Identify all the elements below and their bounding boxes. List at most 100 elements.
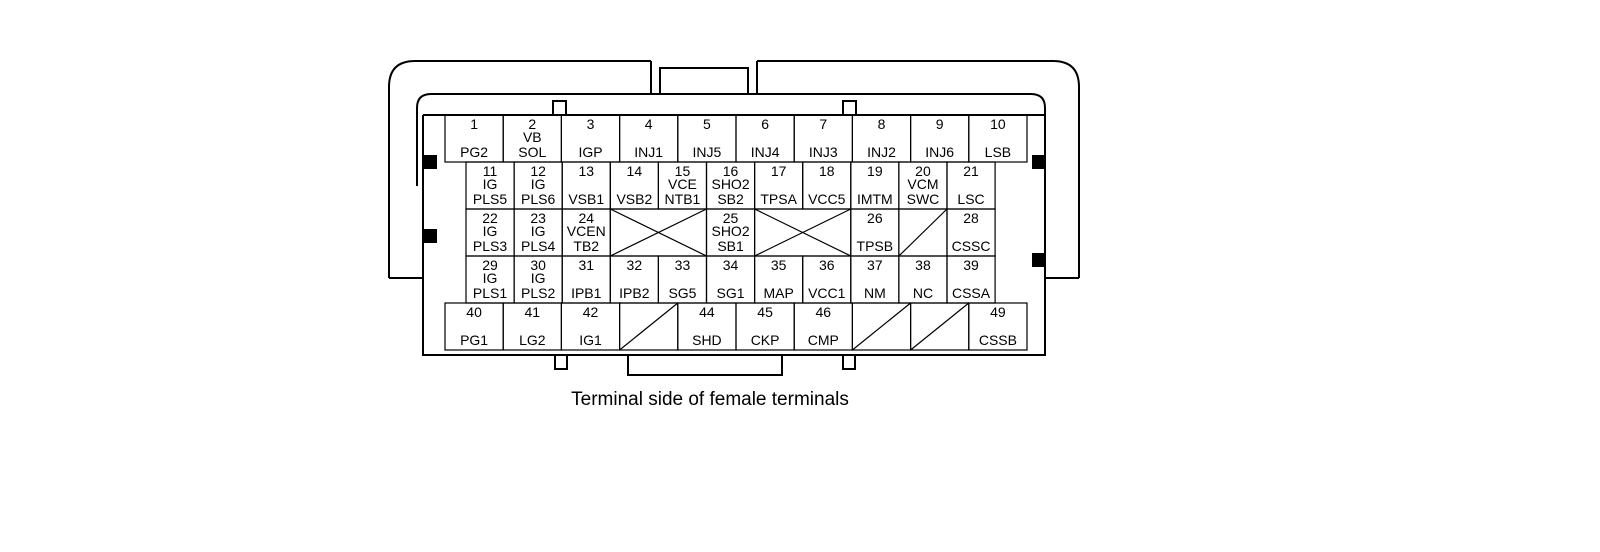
terminal-number: 18 [819, 163, 835, 179]
terminal-signal-label: INJ3 [809, 144, 838, 160]
terminal-number: 12 [530, 163, 546, 179]
terminal-number: 2 [528, 116, 536, 132]
terminal-signal-label: PG2 [460, 144, 488, 160]
top-latch [650, 61, 758, 94]
blank-slash [910, 302, 970, 351]
blank-cavity [909, 302, 970, 351]
terminal-number: 3 [587, 116, 595, 132]
terminal-number: 10 [990, 116, 1006, 132]
locking-marks [424, 155, 1045, 267]
blank-backslash [610, 208, 707, 257]
blank-slash [852, 302, 911, 351]
terminal-number: 7 [819, 116, 827, 132]
terminal-signal-label: CSSA [952, 285, 991, 301]
terminal-signal-label: IG [483, 223, 498, 239]
terminal-signal-label: SWC [907, 191, 940, 207]
terminal-signal-label: IG [531, 176, 546, 192]
terminal-signal-label: TB2 [573, 238, 599, 254]
terminal-signal-label: MAP [763, 285, 793, 301]
terminal-signal-label: SHD [692, 332, 722, 348]
blank-cavity [851, 302, 912, 351]
terminal-number: 8 [878, 116, 886, 132]
terminal-signal-label: VCC1 [808, 285, 846, 301]
terminal-signal-label: VCC5 [808, 191, 846, 207]
terminal-number: 49 [990, 304, 1006, 320]
terminal-number: 16 [723, 163, 739, 179]
blank-cavity [609, 208, 708, 257]
blank-slash [898, 208, 948, 257]
terminal-signal-label: NM [864, 285, 886, 301]
terminal-number: 24 [578, 210, 594, 226]
terminal-signal-label: VSB1 [568, 191, 604, 207]
terminal-signal-label: IGP [578, 144, 602, 160]
terminal-signal-label: IG [531, 223, 546, 239]
terminal-grid: 1PG22VBSOL3IGP4INJ15INJ56INJ47INJ38INJ29… [444, 114, 1028, 351]
terminal-number: 23 [530, 210, 546, 226]
bottom-key-left [554, 354, 568, 370]
terminal-signal-label: IG1 [579, 332, 602, 348]
terminal-number: 15 [675, 163, 691, 179]
terminal-signal-label: IPB1 [571, 285, 602, 301]
outer-shell [388, 60, 1080, 278]
terminal-signal-label: PLS3 [473, 238, 507, 254]
terminal-signal-label: CSSB [979, 332, 1017, 348]
inner-shell [416, 93, 1046, 186]
terminal-signal-label: LG2 [519, 332, 546, 348]
terminal-number: 26 [867, 210, 883, 226]
terminal-signal-label: PLS5 [473, 191, 507, 207]
terminal-number: 36 [819, 257, 835, 273]
terminal-number: 40 [466, 304, 482, 320]
terminal-signal-label: VCM [907, 176, 938, 192]
terminal-signal-label: VCE [668, 176, 697, 192]
terminal-cell-border [968, 302, 1028, 351]
terminal-number: 25 [723, 210, 739, 226]
terminal-number: 13 [578, 163, 594, 179]
terminal-number: 22 [482, 210, 498, 226]
terminal-number: 35 [771, 257, 787, 273]
terminal-number: 14 [627, 163, 643, 179]
terminal-signal-label: VB [523, 129, 542, 145]
terminal-signal-label: NTB1 [665, 191, 701, 207]
terminal-signal-label: TPSA [760, 191, 797, 207]
lock-mark-right-top [1032, 155, 1045, 169]
terminal-signal-label: INJ2 [867, 144, 896, 160]
top-key-left [552, 100, 567, 116]
terminal-signal-label: PLS2 [521, 285, 555, 301]
terminal-number: 46 [816, 304, 832, 320]
terminal-signal-label: LSC [957, 191, 984, 207]
terminal-number: 34 [723, 257, 739, 273]
terminal-signal-label: NC [913, 285, 933, 301]
terminal-signal-label: SHO2 [711, 223, 749, 239]
terminal-number: 39 [963, 257, 979, 273]
terminal-number: 29 [482, 257, 498, 273]
terminal-number: 1 [470, 116, 478, 132]
